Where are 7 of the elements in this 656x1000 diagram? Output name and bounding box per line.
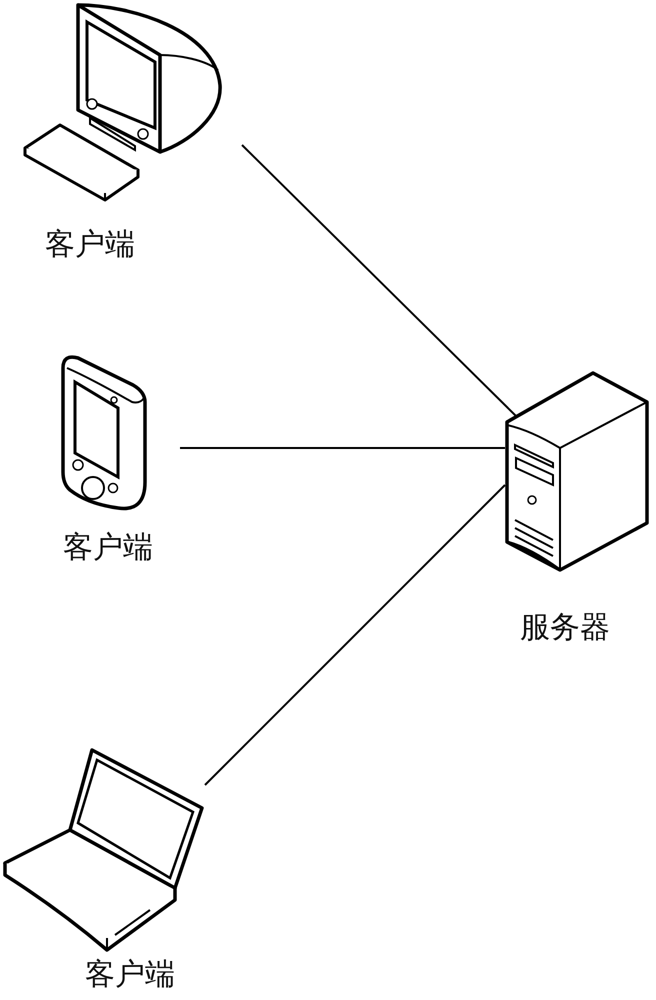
connector-line (241, 144, 518, 418)
device-label: 客户端 (85, 958, 175, 992)
device-label: 客户端 (45, 228, 135, 262)
connector-line (180, 447, 505, 449)
connector-line (204, 484, 506, 786)
device-label: 客户端 (63, 531, 153, 565)
device-label: 服务器 (520, 611, 610, 645)
